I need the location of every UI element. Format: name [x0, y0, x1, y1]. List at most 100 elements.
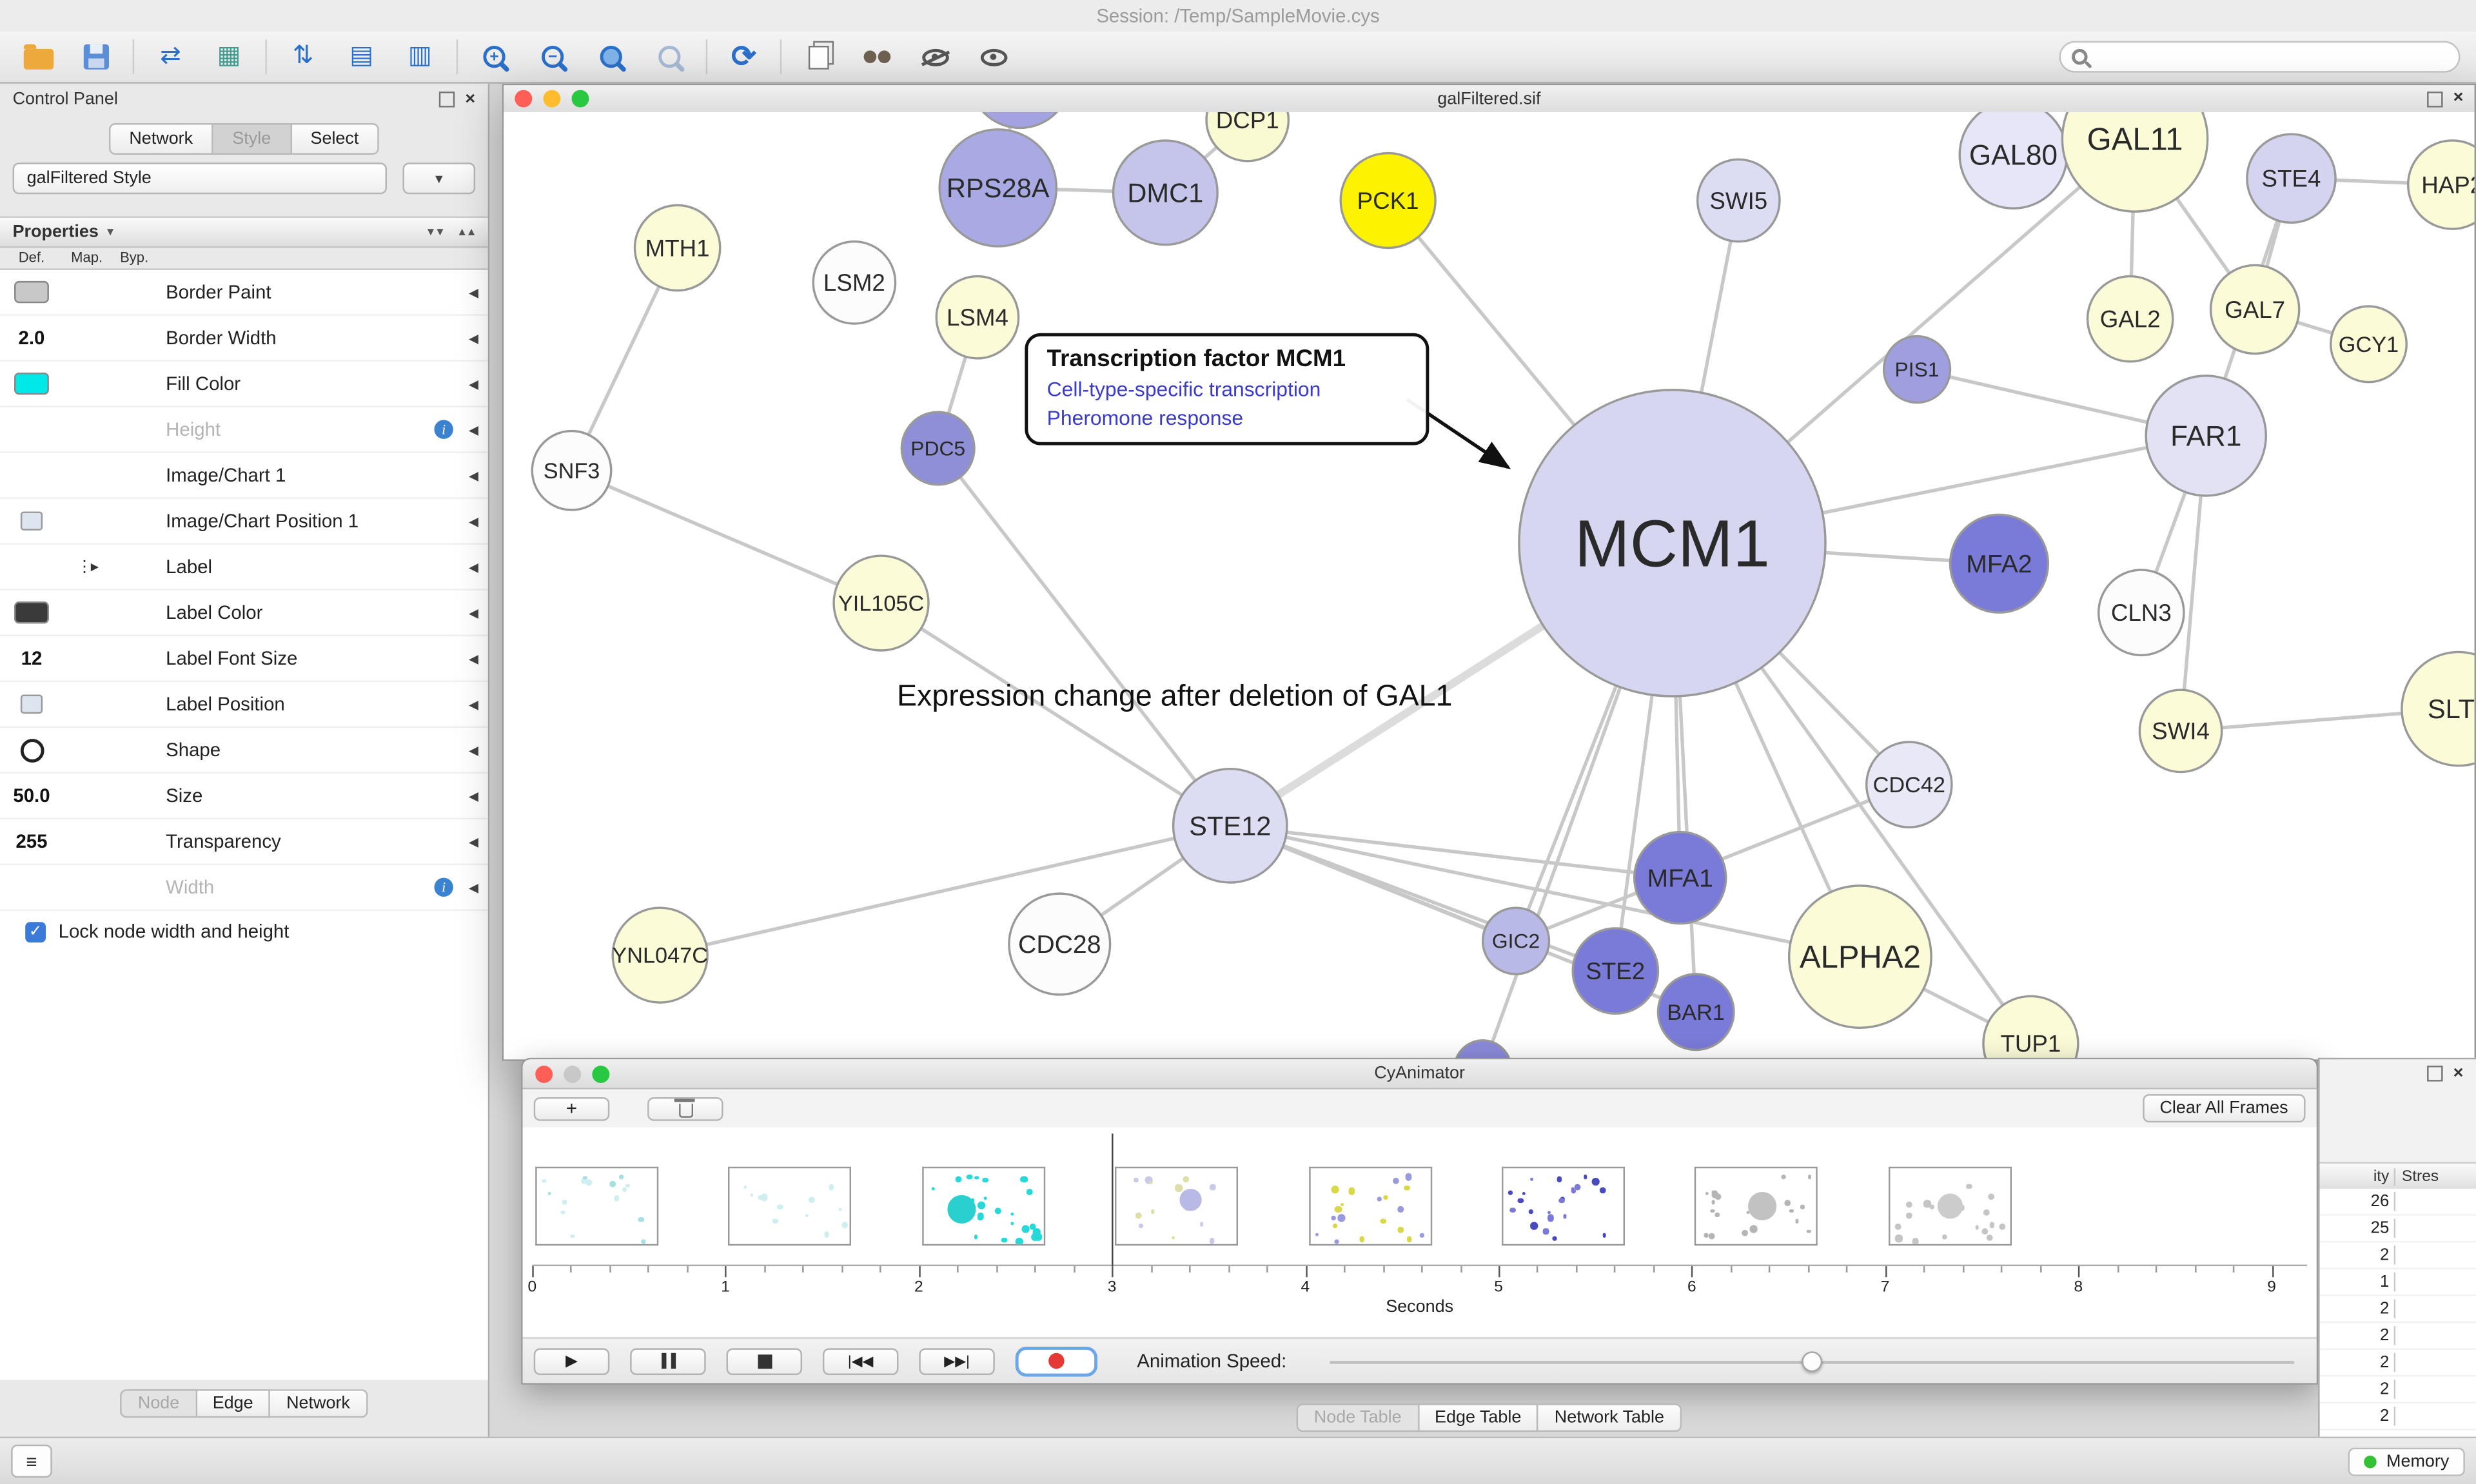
network-node-CDC28[interactable]	[1008, 892, 1112, 996]
property-row-image-chart-1[interactable]: Image/Chart 1◀	[0, 453, 488, 499]
property-row-fill-color[interactable]: Fill Color◀	[0, 362, 488, 407]
network-node-SNF3[interactable]	[531, 429, 613, 511]
expand-chevron-icon[interactable]: ◀	[468, 560, 479, 574]
table-row[interactable]: 2	[2319, 1350, 2476, 1377]
expand-chevron-icon[interactable]: ◀	[468, 605, 479, 620]
import-network-button[interactable]: ⇄	[148, 36, 193, 77]
style-select[interactable]: galFiltered Style	[12, 162, 388, 195]
property-row-label-position[interactable]: Label Position◀	[0, 682, 488, 728]
show-all-button[interactable]	[971, 36, 1016, 77]
cell-radiality[interactable]: 2	[2320, 1299, 2396, 1318]
tab-edge-table[interactable]: Edge Table	[1419, 1403, 1539, 1432]
expand-chevron-icon[interactable]: ◀	[468, 331, 479, 346]
network-node-cutTop[interactable]	[970, 112, 1071, 130]
network-node-PCK1[interactable]	[1339, 151, 1437, 249]
network-node-DMC1[interactable]	[1112, 139, 1219, 246]
mapping-cell[interactable]: ⋮▸	[63, 558, 110, 576]
default-value-cell[interactable]: 255	[0, 830, 63, 852]
minimize-window-icon[interactable]	[564, 1064, 582, 1082]
network-edge[interactable]	[880, 601, 1232, 828]
default-value-cell[interactable]	[0, 511, 63, 531]
network-node-GIC2[interactable]	[1481, 906, 1551, 975]
annotation-link-2[interactable]: Pheromone response	[1046, 405, 1244, 430]
close-view-icon[interactable]: ×	[2453, 88, 2464, 108]
table-row[interactable]: 1	[2319, 1269, 2476, 1296]
network-node-TUP1[interactable]	[1982, 995, 2079, 1060]
playhead[interactable]	[1112, 1133, 1114, 1267]
expand-chevron-icon[interactable]: ◀	[468, 376, 479, 391]
network-node-MTH1[interactable]	[633, 204, 722, 292]
network-node-YIL105C[interactable]	[832, 554, 930, 652]
network-node-PIS1[interactable]	[1882, 335, 1952, 404]
network-node-GAL2[interactable]	[2086, 275, 2174, 363]
cell-radiality[interactable]: 1	[2320, 1272, 2396, 1292]
tab-node[interactable]: Node	[120, 1389, 197, 1418]
play-button[interactable]: ▶	[533, 1347, 610, 1374]
float-window-icon[interactable]	[2426, 90, 2442, 107]
zoom-fit-button[interactable]	[589, 36, 633, 77]
cell-radiality[interactable]: 2	[2320, 1245, 2396, 1265]
tab-node-table[interactable]: Node Table	[1296, 1403, 1419, 1432]
search-box[interactable]	[2059, 41, 2461, 73]
zoom-out-button[interactable]: −	[531, 36, 575, 77]
cell-radiality[interactable]: 25	[2320, 1218, 2396, 1238]
property-row-label[interactable]: ⋮▸Label◀	[0, 545, 488, 591]
cell-radiality[interactable]: 2	[2320, 1352, 2396, 1372]
network-node-DCP1[interactable]	[1205, 112, 1290, 162]
stop-button[interactable]	[726, 1347, 803, 1374]
close-window-icon[interactable]	[535, 1064, 553, 1082]
frame-thumbnail-3[interactable]	[1115, 1166, 1239, 1246]
network-node-PDC5[interactable]	[900, 411, 976, 486]
network-node-cutBot[interactable]	[1455, 1039, 1511, 1060]
zoom-selected-button[interactable]	[647, 36, 692, 77]
default-value-cell[interactable]	[0, 601, 63, 624]
export-table-button[interactable]: ▤	[340, 36, 384, 77]
column-header-radiality[interactable]: ity	[2320, 1167, 2396, 1185]
save-session-button[interactable]	[74, 36, 119, 77]
memory-button[interactable]: Memory	[2348, 1447, 2465, 1476]
network-window-titlebar[interactable]: galFiltered.sif ×	[504, 85, 2475, 114]
cell-radiality[interactable]: 2	[2320, 1407, 2396, 1426]
delete-frame-button[interactable]	[647, 1096, 723, 1120]
network-node-HAP[interactable]	[2407, 139, 2475, 230]
animation-speed-slider[interactable]	[1329, 1347, 2295, 1374]
default-value-cell[interactable]: 12	[0, 647, 63, 669]
network-node-SWI5[interactable]	[1696, 158, 1781, 243]
default-value-cell[interactable]: 50.0	[0, 785, 63, 806]
skip-start-button[interactable]: |◀◀	[822, 1347, 899, 1374]
expand-chevron-icon[interactable]: ◀	[468, 880, 479, 895]
network-node-BAR1[interactable]	[1656, 973, 1735, 1051]
network-node-SWI4[interactable]	[2138, 688, 2223, 774]
network-node-CDC42[interactable]	[1865, 741, 1953, 828]
cyanimator-titlebar[interactable]: CyAnimator	[522, 1059, 2317, 1089]
network-node-STE2[interactable]	[1571, 927, 1660, 1015]
expand-chevron-icon[interactable]: ◀	[468, 697, 479, 712]
network-node-LSM4[interactable]	[935, 275, 1020, 360]
add-frame-button[interactable]: +	[533, 1096, 610, 1120]
collapse-all-icon[interactable]: ▼▼	[425, 226, 445, 238]
hide-selected-button[interactable]	[913, 36, 958, 77]
network-node-SLT[interactable]	[2401, 650, 2475, 767]
network-edge[interactable]	[571, 469, 882, 605]
tab-edge[interactable]: Edge	[197, 1389, 271, 1418]
network-edge[interactable]	[1230, 824, 1681, 880]
network-node-ALPHA2[interactable]	[1787, 884, 1932, 1030]
table-row[interactable]: 2	[2319, 1323, 2476, 1350]
table-row[interactable]: 2	[2319, 1403, 2476, 1430]
pause-button[interactable]	[630, 1347, 706, 1374]
style-options-button[interactable]: ▼	[402, 162, 476, 195]
close-panel-icon[interactable]: ×	[465, 89, 476, 108]
tab-network-style[interactable]: Network	[270, 1389, 368, 1418]
network-node-FAR1[interactable]	[2145, 375, 2268, 497]
network-node-YNL047C[interactable]	[611, 906, 709, 1004]
annotation-box[interactable]: Transcription factor MCM1 Cell-type-spec…	[1025, 333, 1430, 445]
table-row[interactable]: 26	[2319, 1189, 2476, 1216]
network-node-MFA2[interactable]	[1949, 513, 2050, 614]
